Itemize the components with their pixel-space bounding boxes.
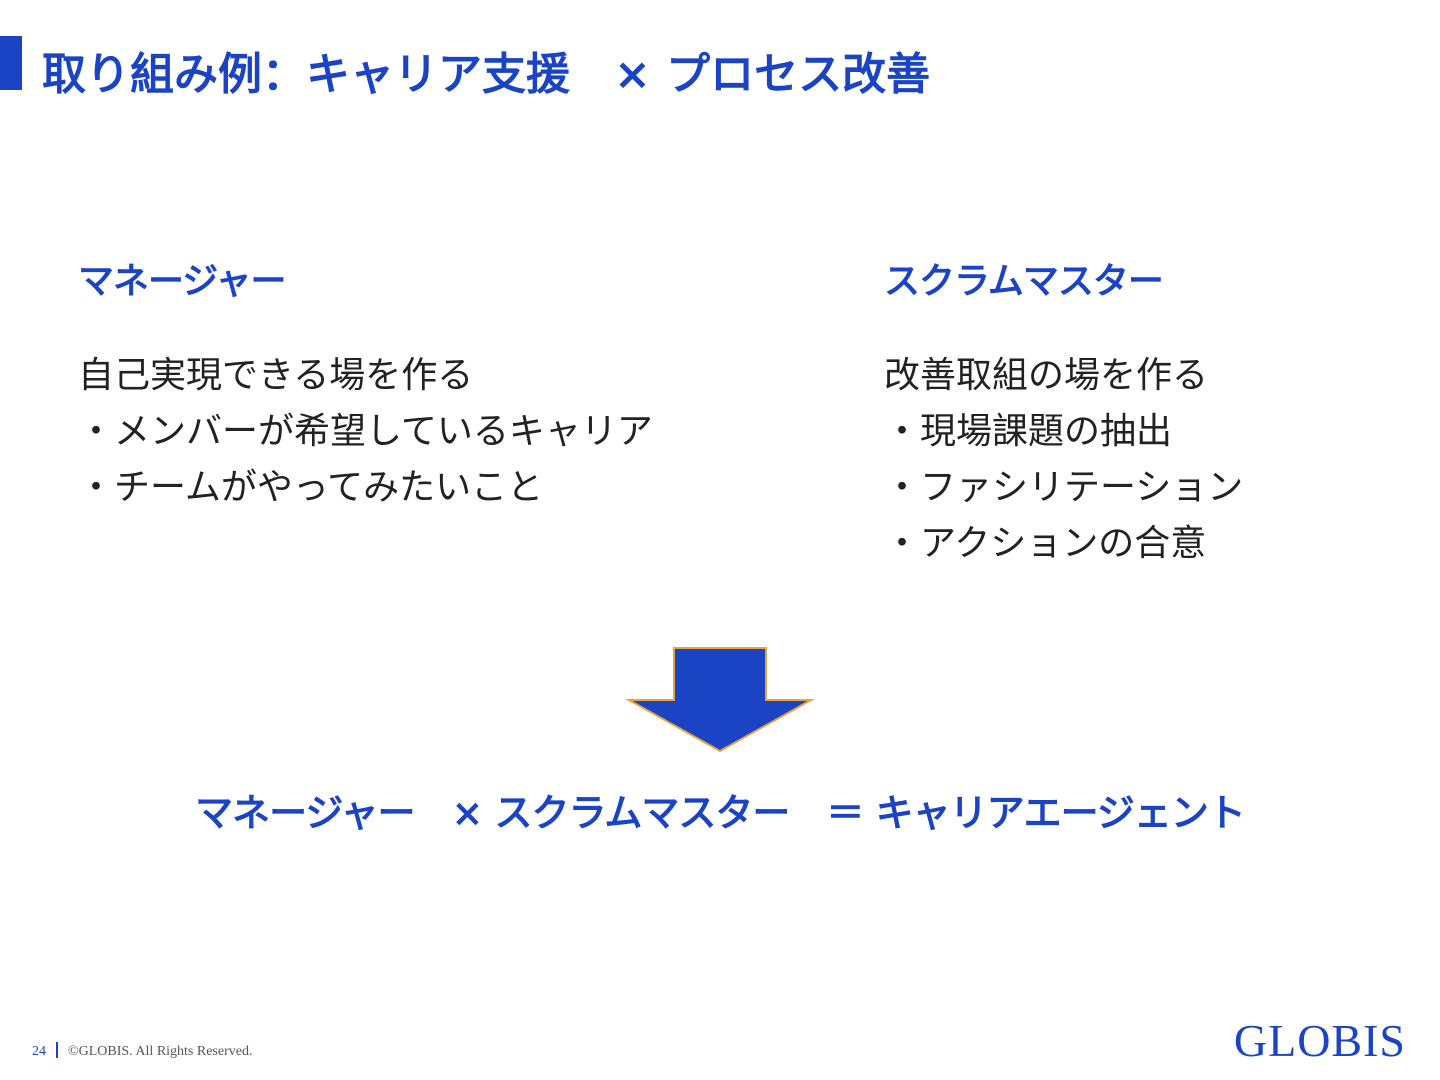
title-accent-bar	[0, 36, 22, 90]
globis-logo: GLOBIS	[1233, 1015, 1406, 1066]
formula-text: マネージャー × スクラムマスター ＝ キャリアエージェント	[195, 791, 1246, 835]
list-item: 自己実現できる場を作る	[78, 355, 474, 396]
list-item: ・現場課題の抽出	[884, 411, 1173, 452]
manager-lines: 自己実現できる場を作る ・メンバーが希望しているキャリア ・チームがやってみたい…	[78, 348, 653, 516]
footer-divider	[56, 1042, 58, 1058]
scrum-master-heading: スクラムマスター	[884, 261, 1164, 302]
list-item: ・アクションの合意	[884, 523, 1207, 564]
list-item: ・チームがやってみたいこと	[78, 467, 544, 508]
copyright-text: ©GLOBIS. All Rights Reserved.	[68, 1044, 253, 1059]
list-item: 改善取組の場を作る	[884, 355, 1209, 396]
scrum-master-lines: 改善取組の場を作る ・現場課題の抽出 ・ファシリテーション ・アクションの合意	[884, 348, 1243, 572]
page-number: 24	[32, 1044, 46, 1059]
scrum-master-column: スクラムマスター 改善取組の場を作る ・現場課題の抽出 ・ファシリテーション ・…	[884, 252, 1243, 572]
manager-column: マネージャー 自己実現できる場を作る ・メンバーが希望しているキャリア ・チーム…	[78, 252, 653, 516]
down-arrow-icon	[626, 647, 814, 753]
slide-title: 取り組み例：キャリア支援 × プロセス改善	[42, 49, 931, 100]
list-item: ・ファシリテーション	[884, 467, 1244, 508]
footer: 24 ©GLOBIS. All Rights Reserved.	[32, 1042, 252, 1060]
list-item: ・メンバーが希望しているキャリア	[78, 411, 653, 452]
manager-heading: マネージャー	[78, 261, 286, 302]
